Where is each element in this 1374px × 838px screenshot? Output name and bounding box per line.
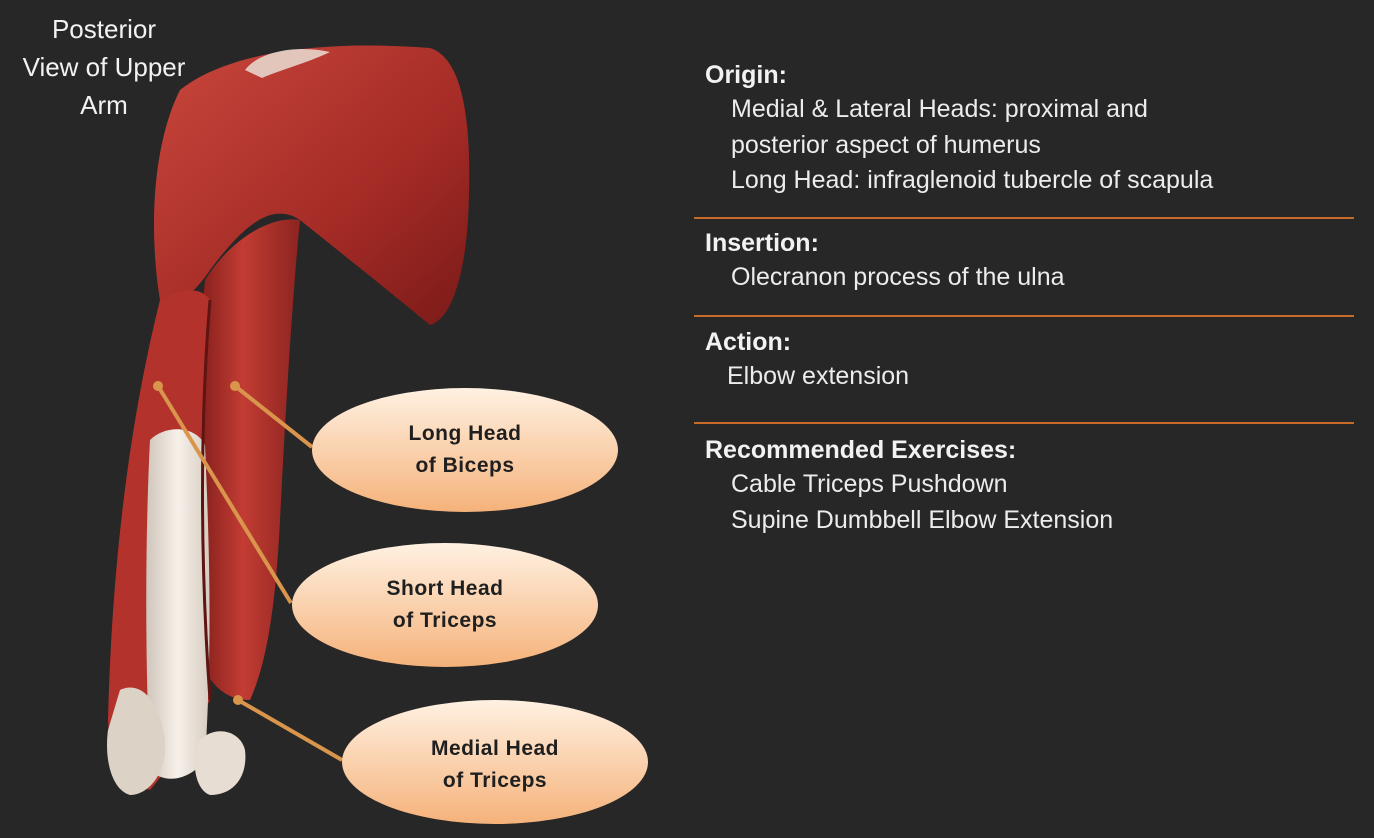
origin-heading: Origin: — [705, 61, 787, 89]
view-title: Posterior View of Upper Arm — [4, 10, 204, 124]
insertion-heading: Insertion: — [705, 229, 819, 257]
origin-line: Medial & Lateral Heads: proximal and — [731, 95, 1148, 123]
triceps-lateral-muscle — [195, 219, 300, 700]
callout-label-medial-head-triceps: Medial Head of Triceps — [342, 733, 648, 797]
view-title-line: Arm — [80, 90, 128, 120]
callout-label-short-head-triceps: Short Head of Triceps — [292, 573, 598, 637]
exercise-item: Supine Dumbbell Elbow Extension — [731, 505, 1114, 534]
shoulder-cap — [245, 49, 330, 78]
section-divider — [694, 315, 1354, 317]
section-divider — [694, 217, 1354, 219]
callout-line: Medial Head — [430, 737, 560, 760]
insertion-section: Insertion: Olecranon process of the ulna — [705, 226, 1355, 296]
view-title-line: View of Upper — [22, 52, 186, 82]
callout-line: Short Head — [386, 577, 504, 600]
origin-section: Origin: Medial & Lateral Heads: proximal… — [705, 58, 1355, 199]
olecranon — [194, 731, 246, 795]
exercises-section: Recommended Exercises: Cable Triceps Pus… — [705, 433, 1355, 538]
leader-line-long-head-biceps — [233, 384, 314, 449]
insertion-line: Olecranon process of the ulna — [731, 263, 1065, 291]
callout-medial-head-triceps — [342, 700, 648, 824]
action-line: Elbow extension — [727, 362, 910, 390]
elbow — [106, 687, 166, 795]
callout-line: of Triceps — [442, 769, 548, 792]
leader-dot-short-head-triceps — [153, 381, 163, 391]
view-title-line: Posterior — [51, 14, 157, 44]
triceps-tendon — [146, 429, 210, 779]
callout-long-head-biceps — [312, 388, 618, 512]
leader-line-medial-head-triceps — [237, 698, 343, 762]
muscle-separation-line — [201, 299, 212, 701]
callout-label-long-head-biceps: Long Head of Biceps — [312, 418, 618, 482]
section-divider — [694, 422, 1354, 424]
leader-dot-long-head-biceps — [230, 381, 240, 391]
action-heading: Action: — [705, 328, 792, 356]
exercise-item: Cable Triceps Pushdown — [731, 470, 1008, 498]
origin-line: Long Head: infraglenoid tubercle of scap… — [731, 166, 1214, 194]
exercises-heading: Recommended Exercises: — [705, 436, 1017, 464]
deltoid-muscle — [154, 45, 470, 326]
callout-short-head-triceps — [292, 543, 598, 667]
callout-line: Long Head — [408, 422, 522, 445]
callout-line: of Biceps — [415, 454, 515, 477]
origin-line: posterior aspect of humerus — [731, 130, 1041, 159]
action-section: Action: Elbow extension — [705, 325, 1355, 395]
leader-dot-medial-head-triceps — [233, 695, 243, 705]
callout-line: of Triceps — [392, 609, 498, 632]
leader-line-short-head-triceps — [156, 384, 293, 605]
